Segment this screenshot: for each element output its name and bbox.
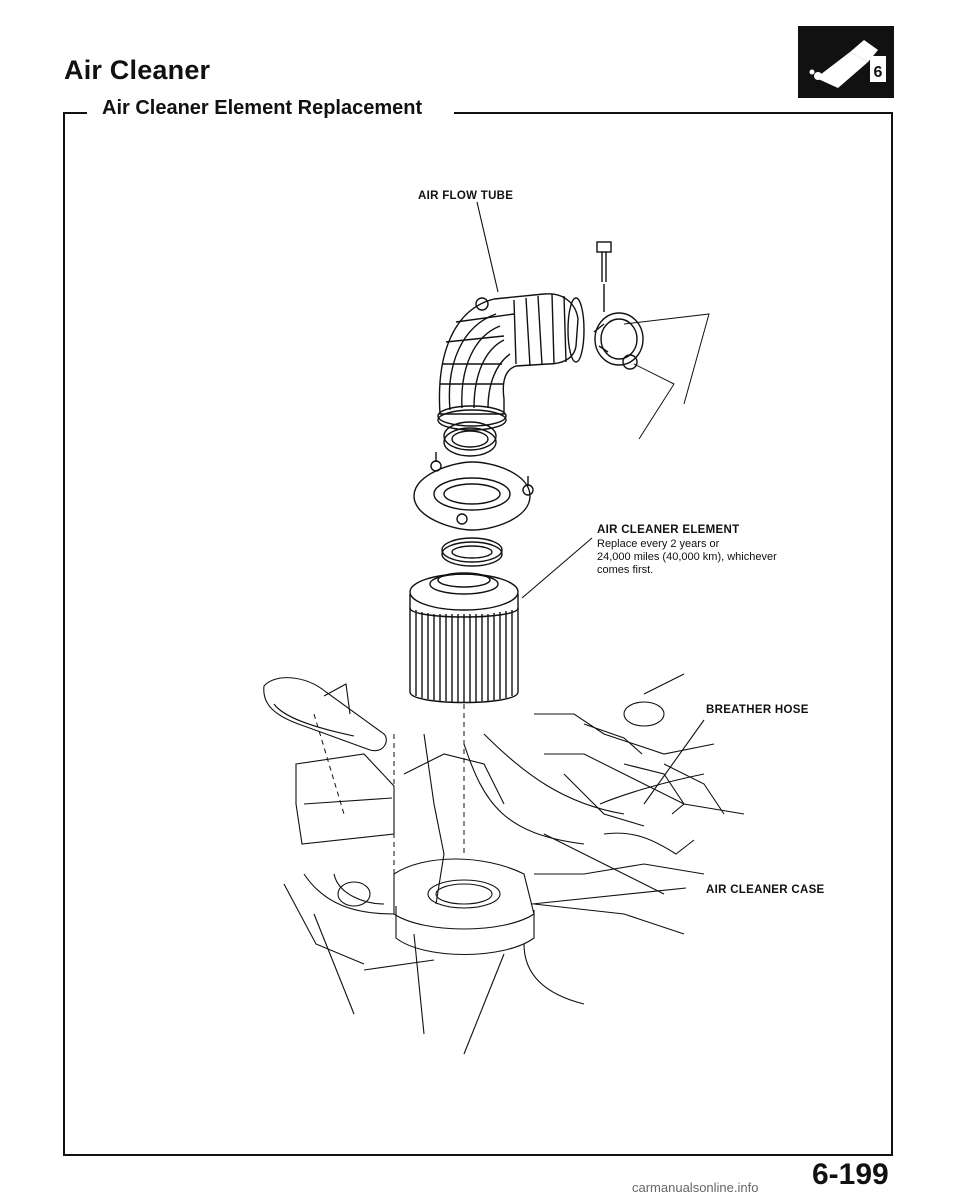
air-flow-tube-label: AIR FLOW TUBE (418, 190, 514, 202)
page-title: Air Cleaner (64, 55, 211, 85)
bolt-part (596, 241, 612, 312)
element-note-line-2: 24,000 miles (40,000 km), whichever (597, 551, 777, 563)
air-cleaner-element-part (409, 572, 519, 704)
breather-hose-label: BREATHER HOSE (706, 704, 809, 716)
air-cleaner-case-label: AIR CLEANER CASE (706, 884, 825, 896)
section-title: Air Cleaner Element Replacement (96, 97, 429, 120)
frame-top-right (454, 112, 893, 114)
air-flow-tube-part (437, 293, 585, 431)
section-frame (63, 113, 893, 1156)
frame-top-left (63, 112, 87, 114)
element-cover-flange-part (413, 452, 534, 531)
section-badge: 6 (798, 26, 894, 98)
exploded-view-diagram (263, 201, 745, 1055)
svg-text:6: 6 (874, 64, 883, 81)
element-note-line-3: comes first. (597, 564, 654, 576)
air-cleaner-element-label: AIR CLEANER ELEMENT (597, 524, 740, 536)
engine-bay-part (263, 673, 745, 1055)
tube-clamp-part (593, 312, 644, 370)
engine-maintenance-icon: 6 (809, 40, 886, 88)
footer-watermark: carmanualsonline.info (632, 1180, 759, 1195)
element-note-line-1: Replace every 2 years or (597, 538, 720, 550)
page-number: 6-199 (812, 1158, 889, 1191)
